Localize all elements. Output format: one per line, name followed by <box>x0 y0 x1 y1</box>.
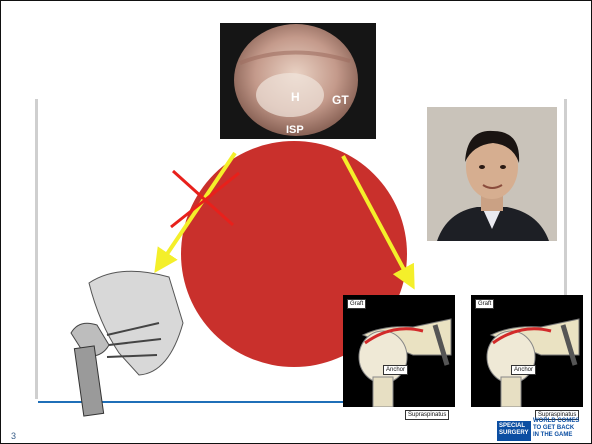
anchor-label-right: Anchor <box>511 365 536 375</box>
yellow-arrow-left <box>161 153 235 263</box>
supraspinatus-label-left: Supraspinatus <box>405 410 449 420</box>
graft-illustration-right: Graft Anchor <box>471 295 583 407</box>
shoulder-replacement-illustration <box>49 263 189 423</box>
hss-logo-tagline: WORLD COMES TO GET BACK IN THE GAME <box>533 418 579 439</box>
hss-logo: SPECIAL SURGERY WORLD COMES TO GET BACK … <box>497 421 587 441</box>
yellow-arrow-right <box>343 156 409 279</box>
anchor-label-left: Anchor <box>383 365 408 375</box>
page-number: 3 <box>11 431 16 441</box>
graft-label-left: Graft <box>347 299 366 309</box>
graft-illustration-left: Graft Anchor <box>343 295 455 407</box>
red-cross-stroke-2 <box>171 173 239 227</box>
hss-logo-box: SPECIAL SURGERY <box>497 421 531 441</box>
graft-label-right: Graft <box>475 299 494 309</box>
